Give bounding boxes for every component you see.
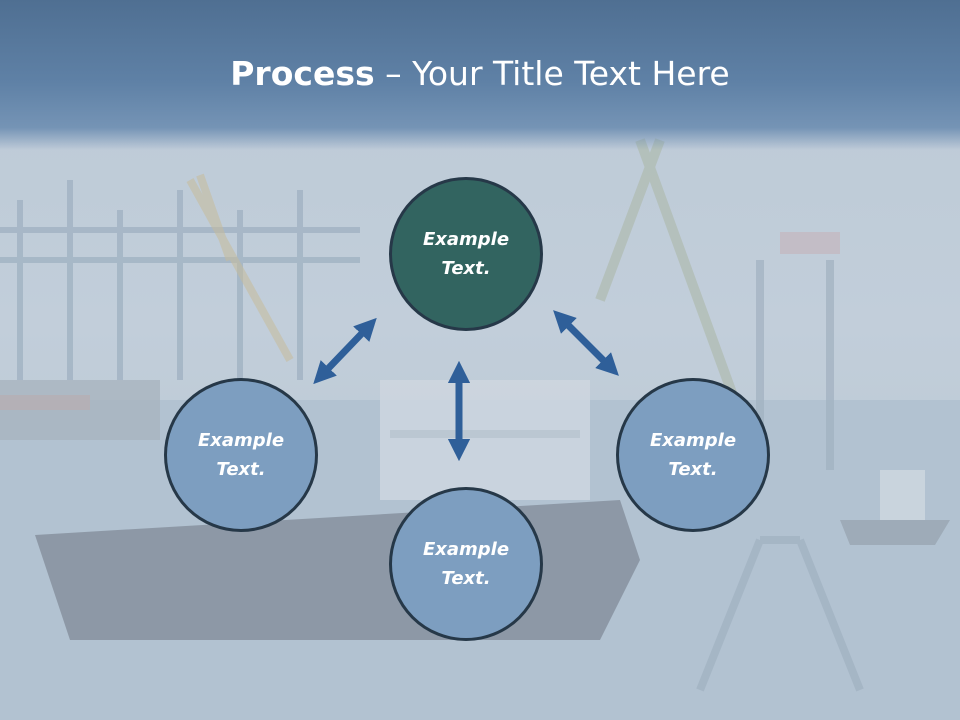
process-node-left[interactable]: Example Text.	[164, 378, 318, 532]
arrow-center-right	[553, 310, 619, 376]
process-node-right-text: Example Text.	[649, 430, 737, 480]
title-bold: Process	[230, 54, 375, 93]
slide-title[interactable]: Process – Your Title Text Here	[0, 52, 960, 96]
process-node-bottom[interactable]: Example Text.	[389, 487, 543, 641]
process-node-center[interactable]: Example Text.	[389, 177, 543, 331]
arrow-center-left	[313, 317, 377, 385]
process-node-right[interactable]: Example Text.	[616, 378, 770, 532]
process-node-center-text: Example Text.	[422, 229, 510, 279]
process-node-left-text: Example Text.	[197, 430, 285, 480]
title-rest: – Your Title Text Here	[374, 54, 730, 93]
process-node-bottom-text: Example Text.	[422, 539, 510, 589]
title-band	[0, 0, 960, 150]
